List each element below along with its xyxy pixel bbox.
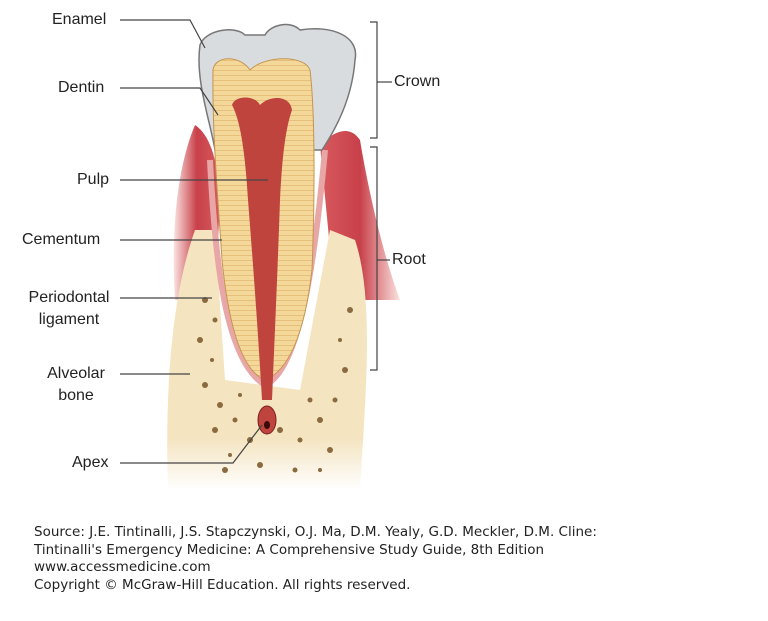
label-apex: Apex bbox=[72, 454, 109, 471]
source-url: www.accessmedicine.com bbox=[34, 559, 211, 575]
source-line: Tintinalli's Emergency Medicine: A Compr… bbox=[34, 541, 545, 558]
label-dentin: Dentin bbox=[58, 79, 105, 96]
alveolar-bone bbox=[167, 230, 367, 490]
crown-bracket bbox=[370, 21, 378, 139]
label-line: ligament bbox=[38, 311, 100, 328]
label-cementum: Cementum bbox=[22, 231, 101, 248]
label-root: Root bbox=[392, 251, 426, 268]
pulp bbox=[232, 97, 292, 400]
apex-foramen bbox=[264, 421, 270, 429]
leader-lines bbox=[120, 19, 392, 464]
label-enamel: Enamel bbox=[52, 11, 107, 28]
source-line: Source: J.E. Tintinalli, J.S. Stapczynsk… bbox=[34, 524, 597, 540]
label-pulp: Pulp bbox=[77, 171, 110, 188]
label-line: bone bbox=[58, 387, 94, 404]
label-line: Alveolar bbox=[47, 365, 105, 382]
label-crown: Crown bbox=[394, 73, 441, 90]
apex-opening bbox=[257, 405, 277, 435]
label-alveolar-bone: Alveolar bone bbox=[40, 363, 112, 407]
root-bracket bbox=[370, 146, 378, 371]
label-line: Periodontal bbox=[28, 289, 110, 306]
source-citation: Source: J.E. Tintinalli, J.S. Stapczynsk… bbox=[34, 524, 597, 594]
label-periodontal-ligament: Periodontal ligament bbox=[20, 287, 118, 331]
copyright-line: Copyright © McGraw-Hill Education. All r… bbox=[34, 576, 411, 593]
